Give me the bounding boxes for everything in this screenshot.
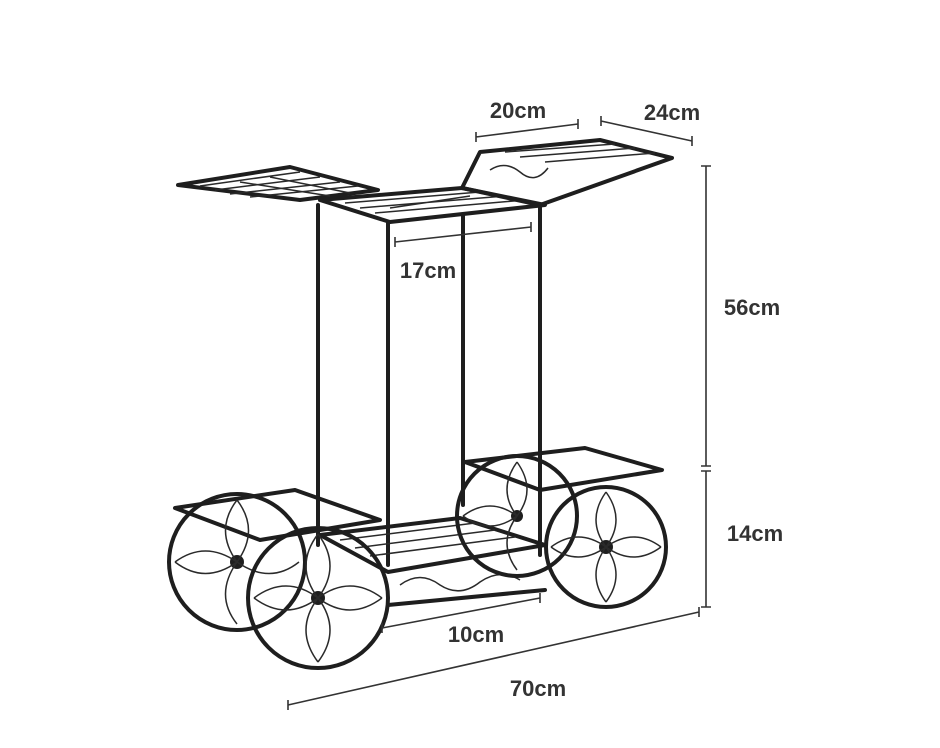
dimension-lower-height: 14cm bbox=[701, 470, 783, 608]
dimension-label: 20cm bbox=[490, 98, 546, 123]
dimension-label: 24cm bbox=[644, 100, 700, 125]
dimension-center-shelf-width: 17cm bbox=[394, 222, 532, 283]
dimension-label: 56cm bbox=[724, 295, 780, 320]
dimension-label: 10cm bbox=[448, 622, 504, 647]
dimension-label: 14cm bbox=[727, 521, 783, 546]
dimension-total-length: 70cm bbox=[287, 607, 700, 710]
wheel-front-left bbox=[246, 526, 390, 670]
top-right-shelf bbox=[460, 138, 674, 207]
dimension-label: 70cm bbox=[510, 676, 566, 701]
wheel-front-right bbox=[544, 485, 668, 609]
dimension-top-shelf-depth: 24cm bbox=[600, 100, 700, 146]
dimension-bottom-shelf-width: 10cm bbox=[381, 593, 541, 647]
dimension-upper-height: 56cm bbox=[701, 165, 780, 467]
wheel-back-left bbox=[167, 492, 307, 632]
bottom-rail bbox=[386, 588, 547, 607]
dimension-label: 17cm bbox=[400, 258, 456, 283]
top-left-shelf bbox=[176, 165, 380, 202]
wheel-back-right bbox=[455, 454, 579, 578]
plant-stand-drawing bbox=[167, 138, 674, 670]
bottom-right-shelf bbox=[463, 446, 664, 492]
dimension-top-shelf-width: 20cm bbox=[475, 98, 579, 142]
